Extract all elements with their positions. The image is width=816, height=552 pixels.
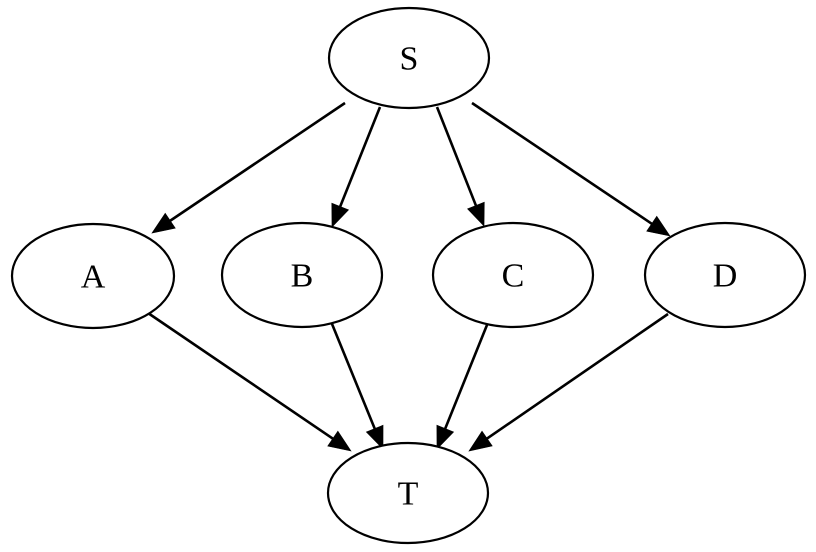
node-label: B (291, 258, 314, 295)
node-shape[interactable] (220, 221, 384, 329)
edges-layer (147, 101, 671, 452)
node-label: D (713, 258, 738, 295)
arrowhead-icon (646, 215, 671, 237)
edge-line (483, 312, 669, 442)
edge-d-t (468, 312, 669, 452)
node-label: A (81, 259, 106, 296)
edge-line (167, 101, 346, 224)
node-t[interactable]: T (326, 441, 490, 545)
edge-line (442, 319, 491, 432)
node-shape[interactable] (643, 221, 807, 329)
arrowhead-icon (327, 430, 352, 452)
node-label: S (400, 41, 419, 78)
edge-line (471, 101, 655, 227)
edge-line (337, 106, 382, 210)
node-b[interactable]: B (220, 221, 384, 329)
arrowhead-icon (436, 424, 455, 450)
nodes-layer: S A B C D T (10, 6, 807, 545)
node-shape[interactable] (326, 441, 490, 545)
node-d[interactable]: D (643, 221, 807, 329)
edge-c-t (436, 319, 491, 450)
node-label: T (398, 476, 419, 513)
arrowhead-icon (468, 430, 493, 452)
node-a[interactable]: A (10, 222, 176, 330)
node-shape[interactable] (327, 6, 491, 110)
edge-a-t (147, 311, 352, 452)
edge-s-b (331, 106, 382, 228)
node-shape[interactable] (431, 221, 595, 329)
edge-line (435, 106, 479, 209)
node-label: C (502, 258, 525, 295)
node-c[interactable]: C (431, 221, 595, 329)
edge-line (147, 311, 337, 442)
arrowhead-icon (331, 202, 350, 228)
edge-b-t (328, 318, 384, 450)
arrowhead-icon (151, 212, 176, 234)
node-s[interactable]: S (327, 6, 491, 110)
arrowhead-icon (467, 201, 485, 227)
edge-s-a (151, 101, 346, 234)
edge-s-c (435, 106, 485, 227)
edge-s-d (471, 101, 671, 237)
edge-line (328, 318, 378, 432)
arrowhead-icon (365, 424, 384, 450)
node-shape[interactable] (10, 222, 176, 330)
